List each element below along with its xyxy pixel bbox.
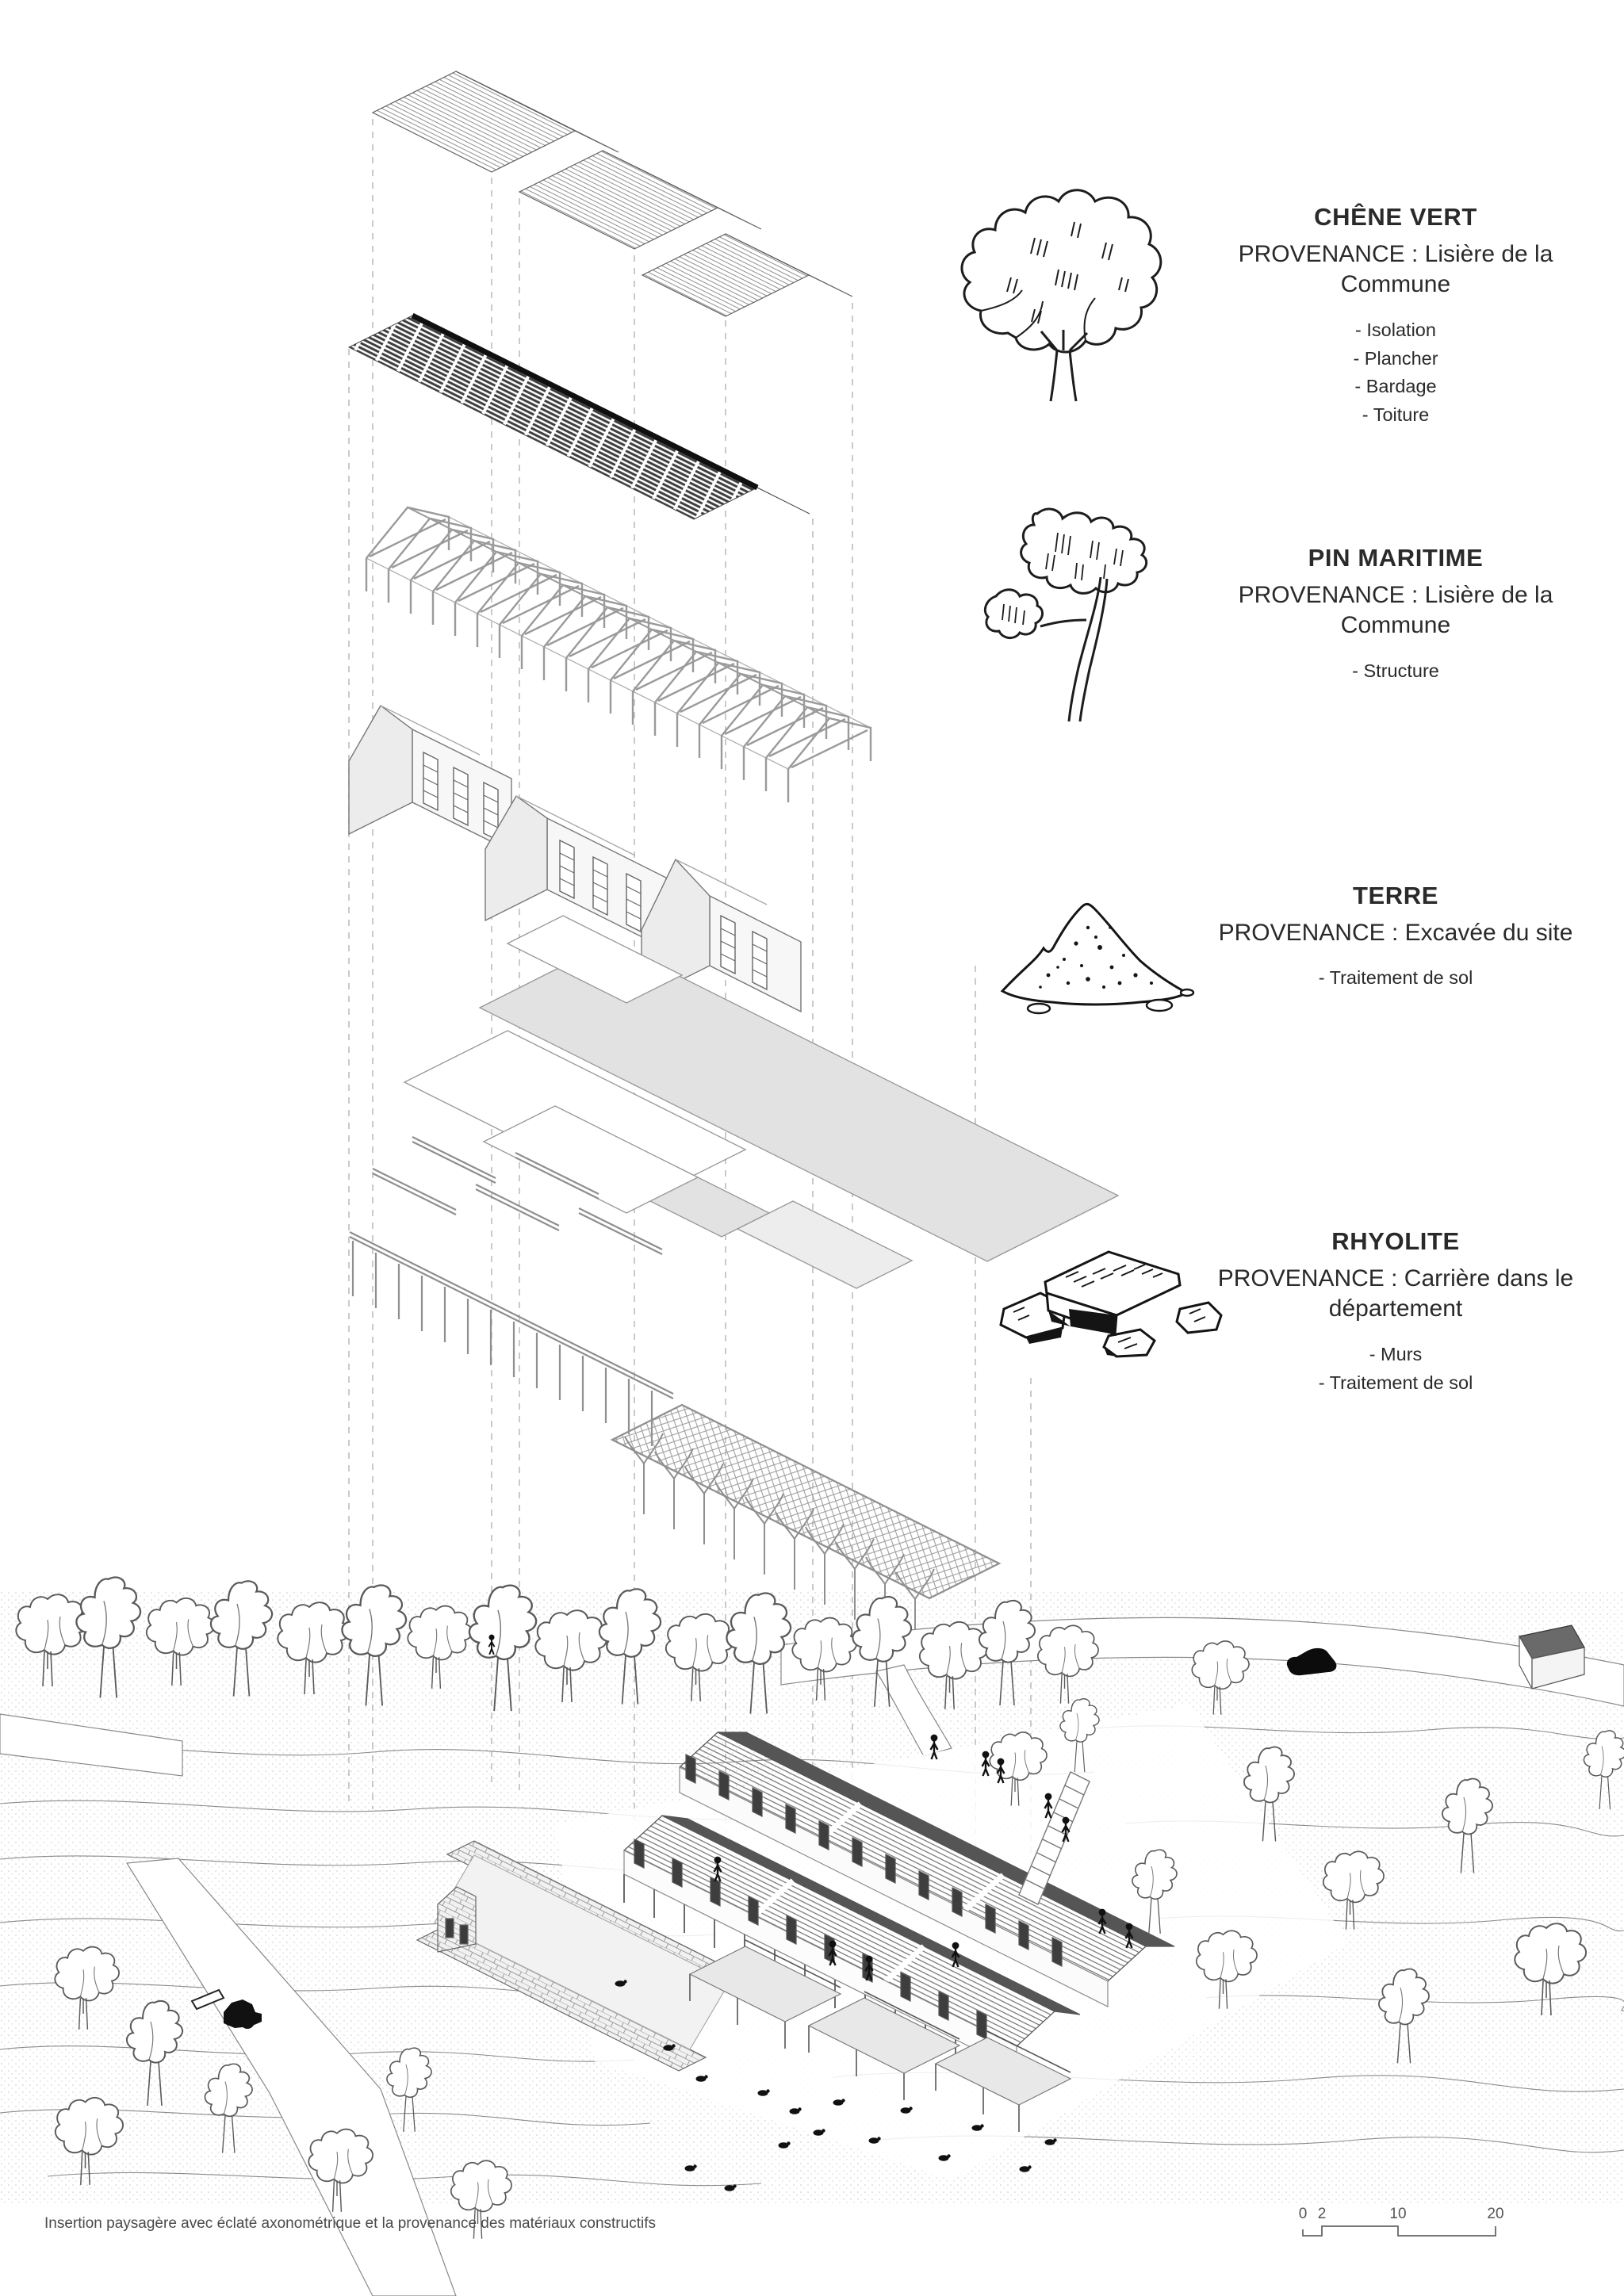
roof-panels-layer xyxy=(371,71,853,317)
material-provenance: PROVENANCE : Excavée du site xyxy=(1218,920,1573,946)
material-uses: - Murs - Traitement de sol xyxy=(1205,1341,1586,1397)
battens-roof-layer xyxy=(347,312,810,520)
material-uses: - Traitement de sol xyxy=(1213,964,1578,993)
scale-bar-label: 0 xyxy=(1298,2206,1308,2222)
shed xyxy=(1519,1624,1585,1689)
floor-slabs-layer xyxy=(403,915,1120,1289)
road-left xyxy=(125,1858,457,2296)
material-uses: - Structure xyxy=(1213,657,1578,686)
stone-walls xyxy=(416,1840,745,2072)
stairs xyxy=(1018,1771,1090,1905)
scale-bar-label: 20 xyxy=(1487,2206,1504,2222)
material-entry-chene-vert: CHÊNE VERT PROVENANCE : Lisière de la Co… xyxy=(1213,203,1578,430)
material-use: - Traitement de sol xyxy=(1318,967,1473,989)
maritime-pine-icon xyxy=(983,507,1148,722)
material-use: - Structure xyxy=(1352,660,1439,681)
material-use: - Murs xyxy=(1369,1343,1423,1364)
material-entry-pin-maritime: PIN MARITIME PROVENANCE : Lisière de la … xyxy=(1213,544,1578,686)
walls-layer xyxy=(348,704,802,1013)
terraces xyxy=(688,1939,1072,2132)
material-provenance: PROVENANCE : Carrière dans le départemen… xyxy=(1217,1265,1574,1322)
road-left-top xyxy=(0,1713,183,1777)
material-title: CHÊNE VERT xyxy=(1314,203,1477,231)
material-use: - Traitement de sol xyxy=(1318,1372,1473,1393)
main-building xyxy=(622,1732,1175,2132)
tractor-silhouette xyxy=(190,1988,262,2029)
landscape-drawing xyxy=(0,1576,1624,2296)
material-use: - Toiture xyxy=(1362,404,1430,425)
material-use: - Plancher xyxy=(1353,347,1438,369)
rock-pile-icon xyxy=(999,1250,1223,1358)
scale-bar-rule xyxy=(1302,2225,1496,2237)
building-complex xyxy=(416,1732,1175,2132)
caption: Insertion paysagère avec éclaté axonomét… xyxy=(44,2215,656,2232)
car-silhouette xyxy=(1286,1647,1337,1676)
road-access xyxy=(875,1664,952,1757)
timber-frames-layer xyxy=(365,506,872,804)
material-use: - Bardage xyxy=(1354,376,1437,397)
material-entry-terre: TERRE PROVENANCE : Excavée du site - Tra… xyxy=(1213,882,1578,993)
material-title: TERRE xyxy=(1352,882,1439,909)
material-title: RHYOLITE xyxy=(1331,1227,1460,1255)
scale-bar-label: 10 xyxy=(1389,2206,1407,2222)
scale-bar-label: 2 xyxy=(1317,2206,1327,2222)
material-title: PIN MARITIME xyxy=(1308,544,1484,572)
material-provenance: PROVENANCE : Lisière de la Commune xyxy=(1238,241,1553,298)
earth-mound-icon xyxy=(1000,902,1195,1015)
material-provenance: PROVENANCE : Lisière de la Commune xyxy=(1238,582,1553,639)
oak-tree-icon xyxy=(960,189,1162,402)
material-use: - Isolation xyxy=(1355,319,1436,340)
material-uses: - Isolation - Plancher - Bardage - Toitu… xyxy=(1213,316,1578,430)
material-entry-rhyolite: RHYOLITE PROVENANCE : Carrière dans le d… xyxy=(1205,1227,1586,1397)
